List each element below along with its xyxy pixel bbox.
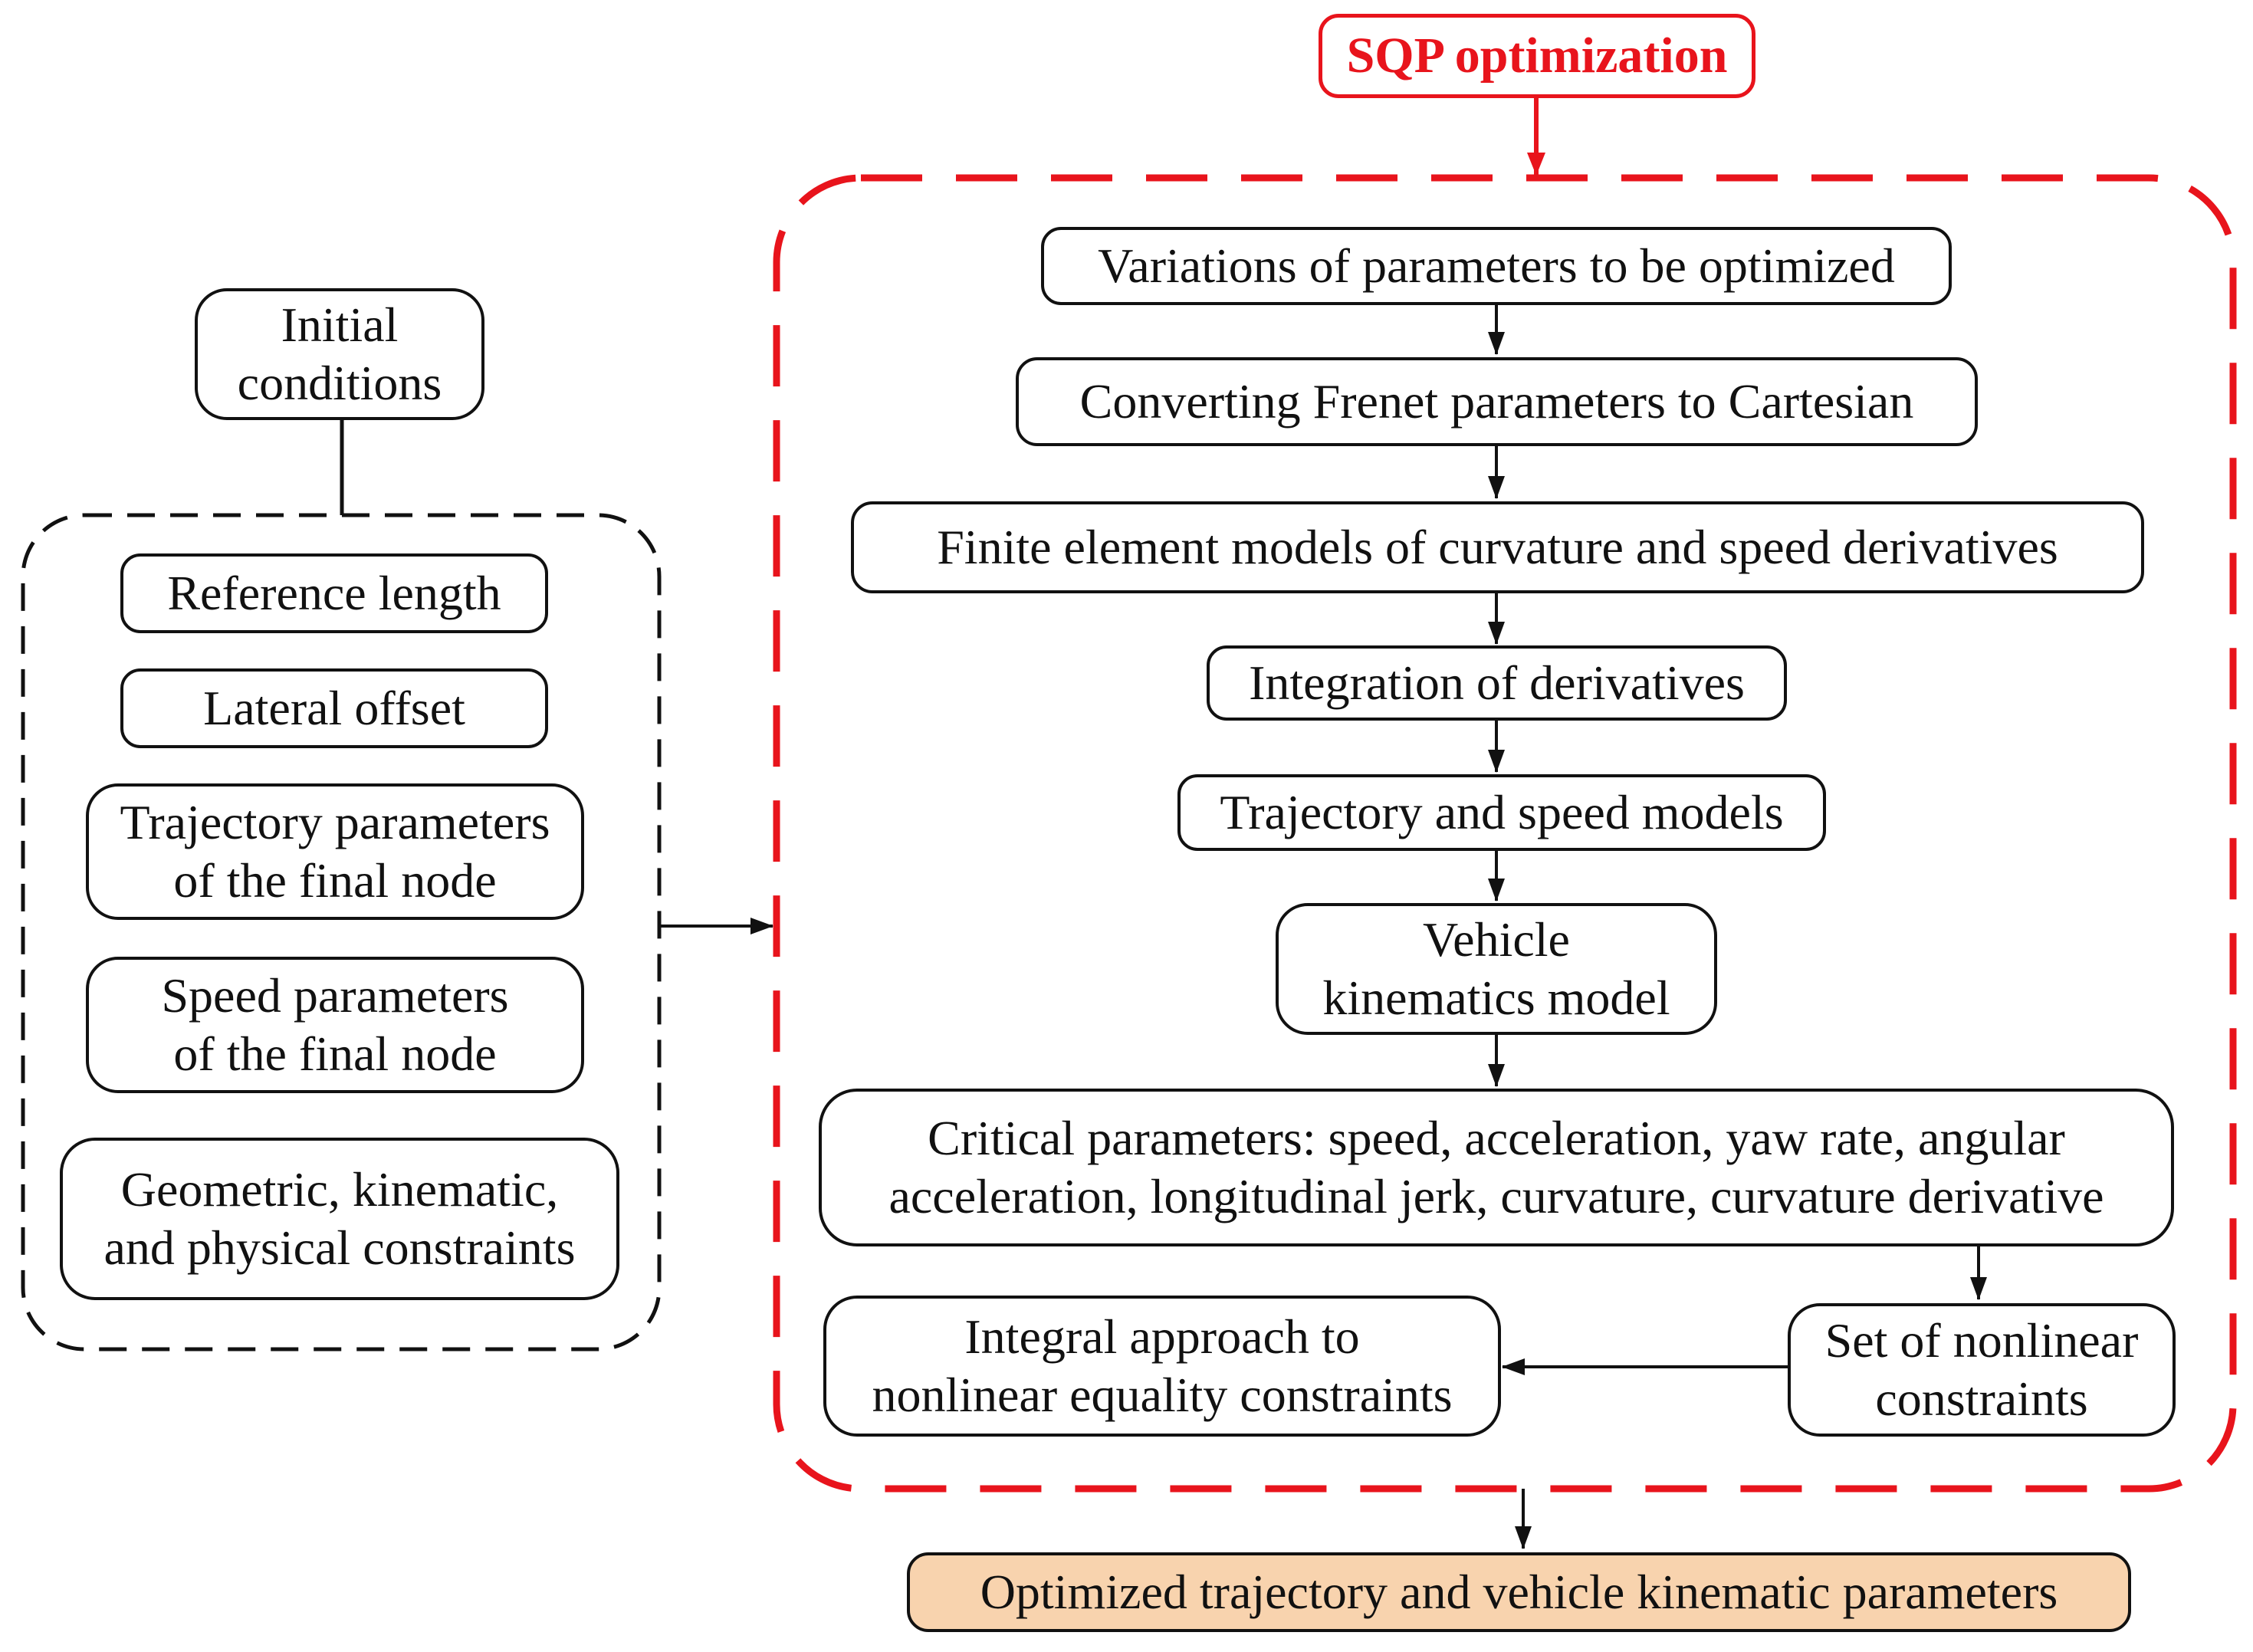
vehicle-kinematics-box: Vehicle kinematics model — [1276, 903, 1717, 1035]
critical-parameters-box: Critical parameters: speed, acceleration… — [819, 1089, 2174, 1246]
reference-length-box: Reference length — [120, 553, 548, 633]
output-box: Optimized trajectory and vehicle kinemat… — [907, 1552, 2131, 1632]
variations-box: Variations of parameters to be optimized — [1041, 227, 1952, 305]
initial-conditions-box: Initial conditions — [195, 288, 484, 420]
trajectory-speed-models-box: Trajectory and speed models — [1177, 774, 1826, 851]
integration-box: Integration of derivatives — [1207, 645, 1787, 721]
sqp-title-box: SQP optimization — [1319, 14, 1755, 98]
nonlinear-set-box: Set of nonlinear constraints — [1788, 1303, 2176, 1437]
sqp-dashed-container — [773, 174, 2237, 1493]
trajectory-parameters-box: Trajectory parameters of the final node — [86, 783, 584, 920]
constraints-box: Geometric, kinematic, and physical const… — [60, 1138, 619, 1300]
left-dashed-container — [21, 513, 662, 1351]
frenet-conversion-box: Converting Frenet parameters to Cartesia… — [1016, 357, 1978, 446]
integral-approach-box: Integral approach to nonlinear equality … — [823, 1296, 1501, 1437]
speed-parameters-box: Speed parameters of the final node — [86, 957, 584, 1093]
lateral-offset-box: Lateral offset — [120, 668, 548, 748]
finite-element-box: Finite element models of curvature and s… — [851, 501, 2144, 593]
